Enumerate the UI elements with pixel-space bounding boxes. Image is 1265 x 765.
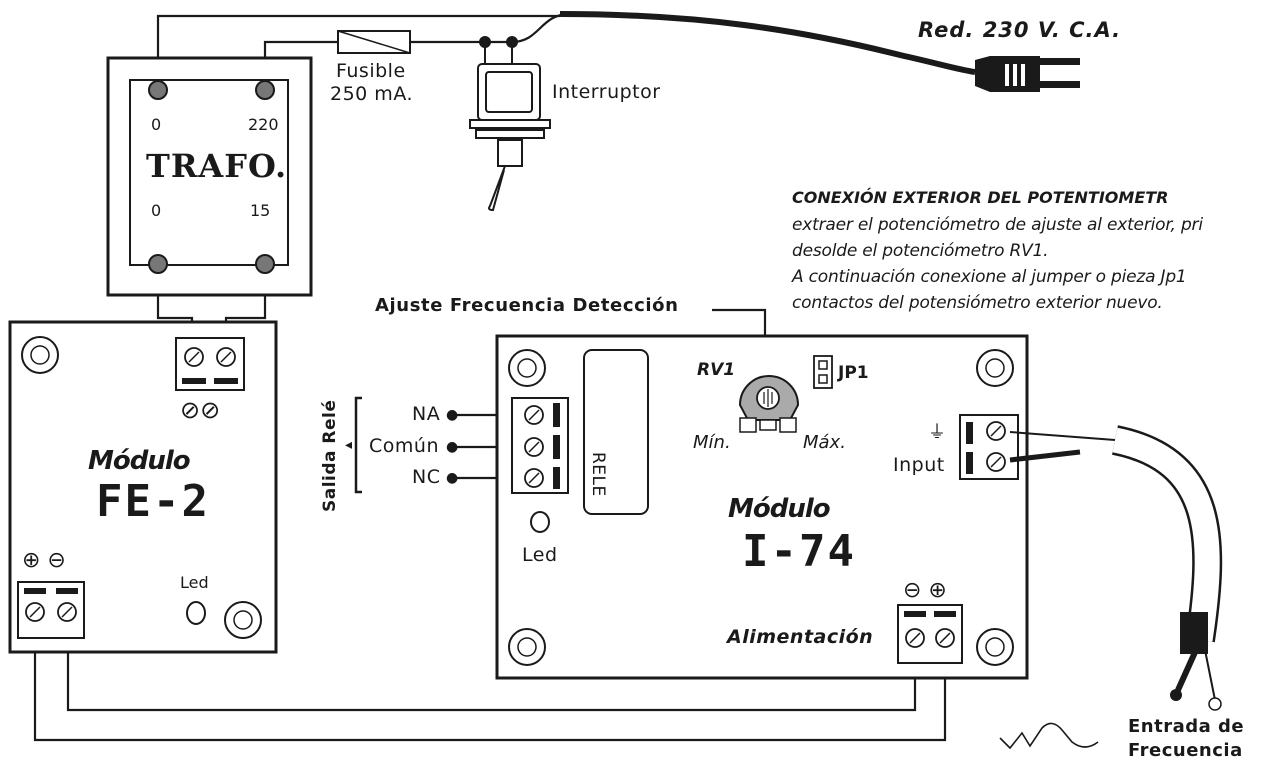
fuse-label-2: 250 mA. [330,83,414,105]
power-label: Alimentación [727,626,874,648]
trafo-terminal-br: 15 [250,201,271,220]
dot-comun: ● [446,439,459,455]
freq-input-label-1: Entrada de [1128,716,1245,737]
fe2-ac-symbol: ⊘⊘ [180,396,221,424]
relay-output-title: Salida Relé [320,399,340,512]
fe2-plus-minus: ⊕ ⊖ [22,548,66,573]
jp1-label: JP1 [838,363,869,383]
trafo-name: TRAFO. [146,147,288,185]
fuse-icon [337,30,411,54]
dot-nc: ● [446,470,459,486]
fe2-board [8,320,278,654]
fe2-code: FE-2 [96,476,210,527]
transformer-icon [106,56,313,297]
rv1-label: RV1 [697,360,736,380]
trafo-terminal-tl: 0 [151,115,162,134]
relay-contact-comun: Común [369,435,439,457]
wire-power-neg [33,648,947,742]
relay-bracket [354,396,362,494]
note-line-3: A continuación conexione al jumper o pie… [792,267,1187,287]
i74-board [495,334,1029,680]
fe2-led-label: Led [180,573,209,592]
bracket-tip: ◂ [345,437,353,453]
ground-icon: ⏚ [928,422,946,443]
wire-to-cable [511,12,571,44]
mains-cable [559,11,976,75]
i74-code: I-74 [742,526,856,577]
i74-title: Módulo [728,494,831,524]
power-symbols: ⊖ ⊕ [903,578,947,603]
wire-power-pos [66,648,917,712]
relay-contact-na: NA [412,403,441,425]
fe2-title: Módulo [88,446,191,476]
coax-cable [1009,425,1223,701]
max-label: Máx. [803,432,846,453]
trafo-terminal-bl: 0 [151,201,162,220]
signal-wave-icon [999,722,1099,750]
min-label: Mín. [693,432,731,453]
dot-na: ● [446,407,459,423]
note-line-1: extraer el potenciómetro de ajuste al ex… [792,215,1203,235]
relay-contact-nc: NC [412,466,441,488]
input-label: Input [893,454,945,476]
fuse-label-1: Fusible [336,60,406,82]
switch-label: Interruptor [552,81,661,103]
i74-led-label: Led [522,544,558,566]
mains-label: Red. 230 V. C.A. [918,18,1122,42]
switch-icon [469,36,551,212]
note-title: CONEXIÓN EXTERIOR DEL POTENTIOMETR [792,188,1169,207]
note-line-4: contactos del potensiómetro exterior nue… [792,293,1163,313]
freq-input-label-2: Frecuencia [1128,740,1243,761]
trafo-terminal-tr: 220 [248,115,279,134]
rele-label: RELE [588,452,608,497]
freq-adjust-label: Ajuste Frecuencia Detección [375,295,679,316]
note-line-2: desolde el potenciómetro RV1. [792,241,1049,261]
plug-icon [975,56,1080,92]
